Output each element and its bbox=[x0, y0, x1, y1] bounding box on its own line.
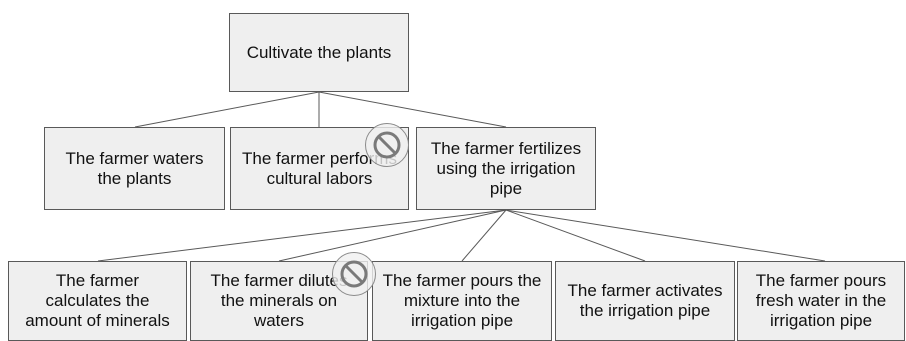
node-activates-pipe: The farmer activates the irrigation pipe bbox=[555, 261, 735, 341]
node-label: The farmer fertilizes using the irrigati… bbox=[430, 138, 582, 198]
prohibited-icon bbox=[365, 123, 409, 167]
node-label: The farmer performs cultural labors bbox=[242, 148, 397, 188]
node-waters-plants: The farmer waters the plants bbox=[44, 127, 225, 210]
edge-root-to-waters bbox=[134, 91, 320, 128]
node-dilutes-minerals: The farmer dilutes the minerals on water… bbox=[190, 261, 368, 341]
node-label: The farmer dilutes the minerals on water… bbox=[210, 271, 348, 330]
node-fertilizes: The farmer fertilizes using the irrigati… bbox=[416, 127, 596, 210]
prohibited-icon bbox=[332, 252, 376, 296]
node-label: The farmer pours the mixture into the ir… bbox=[382, 271, 542, 330]
node-label: The farmer waters the plants bbox=[65, 148, 204, 188]
edge-fertilizes-to-activates bbox=[505, 209, 646, 262]
edge-fertilizes-to-fresh-water bbox=[505, 209, 826, 262]
edge-fertilizes-to-dilutes bbox=[278, 209, 507, 262]
edge-fertilizes-to-calculates bbox=[97, 209, 507, 262]
root-node: Cultivate the plants bbox=[229, 13, 409, 92]
node-label: The farmer activates the irrigation pipe bbox=[567, 281, 723, 320]
root-node-label: Cultivate the plants bbox=[246, 42, 392, 62]
node-calculates-minerals: The farmer calculates the amount of mine… bbox=[8, 261, 187, 341]
edge-fertilizes-to-pours-mixture bbox=[461, 209, 507, 262]
node-pours-mixture: The farmer pours the mixture into the ir… bbox=[372, 261, 552, 341]
node-fresh-water: The farmer pours fresh water in the irri… bbox=[737, 261, 905, 341]
edge-root-to-fertilizes bbox=[318, 91, 507, 128]
node-label: The farmer calculates the amount of mine… bbox=[25, 271, 170, 330]
node-label: The farmer pours fresh water in the irri… bbox=[755, 271, 887, 330]
